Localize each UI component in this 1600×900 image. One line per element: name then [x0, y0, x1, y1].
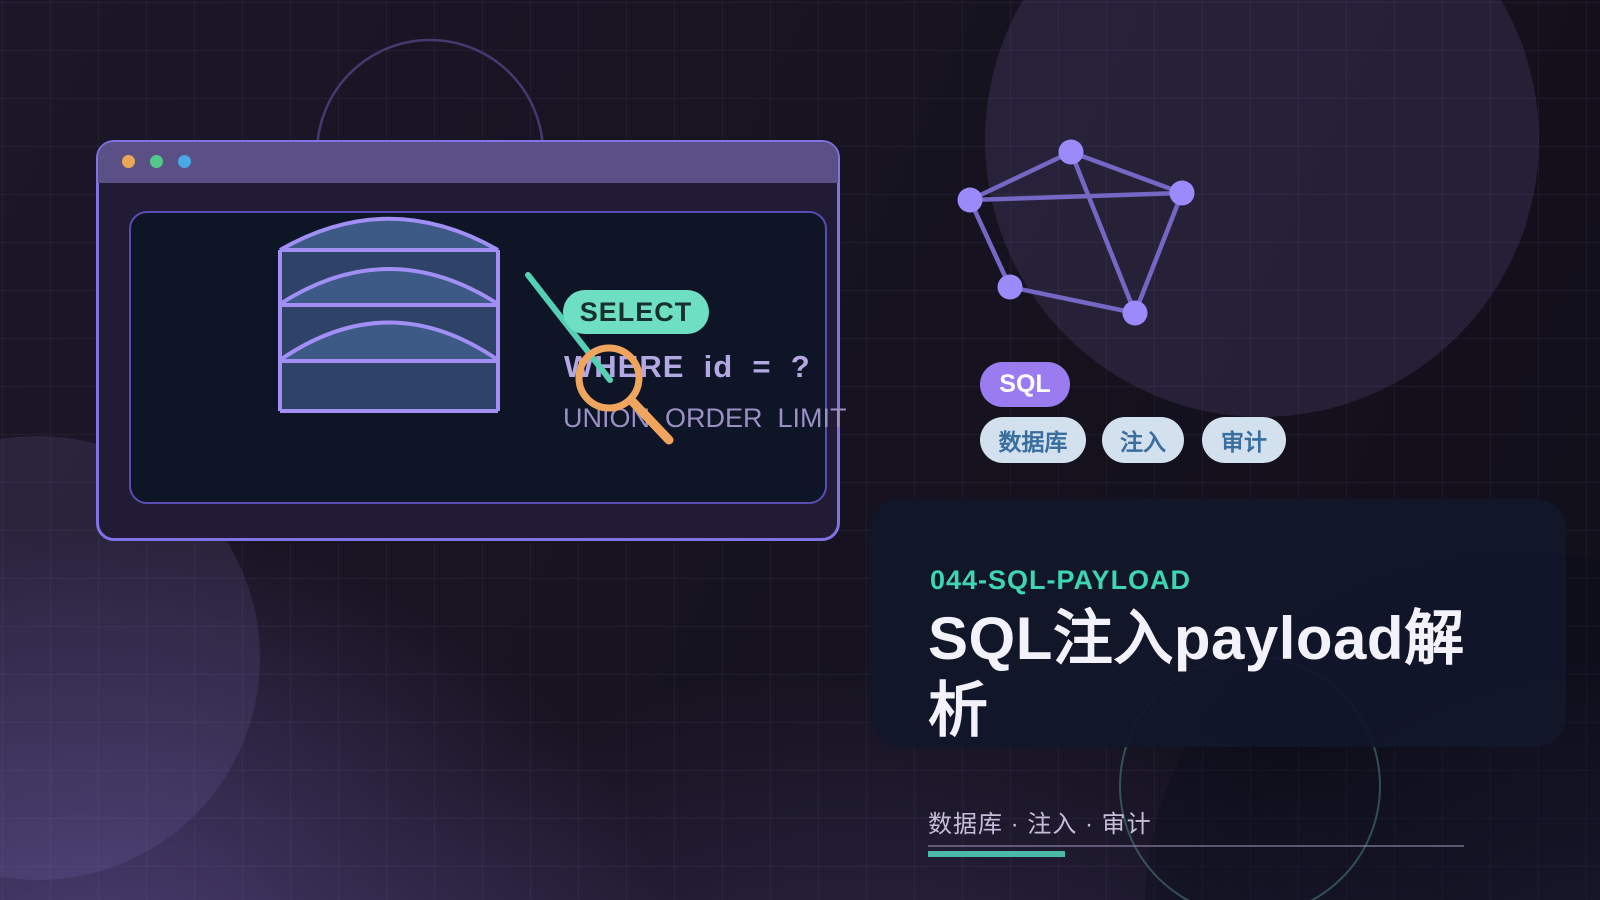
page-title: SQL注入payload解 析 [928, 603, 1465, 747]
tag-injection[interactable]: 注入 [1102, 417, 1184, 463]
tag-database[interactable]: 数据库 [980, 417, 1086, 463]
page-title-line2: 析 [928, 677, 989, 744]
window-titlebar [98, 142, 838, 183]
footer-accent-bar [928, 851, 1065, 857]
magnifier-handle [626, 395, 674, 445]
window-maximize-dot[interactable] [178, 155, 191, 168]
content-panel: WHERE id = ? UNION ORDER LIMIT SELECT [129, 211, 847, 504]
database-icon [278, 216, 500, 413]
injection-magnifier-graphic [525, 272, 674, 445]
window-close-dot[interactable] [122, 155, 135, 168]
graph-node [1058, 139, 1084, 165]
tag-audit[interactable]: 审计 [1202, 417, 1286, 463]
magnifier-icon [575, 344, 643, 412]
graph-node [1169, 180, 1195, 206]
network-graph [957, 139, 1195, 326]
select-badge[interactable]: SELECT [563, 290, 709, 334]
page-title-line1: SQL注入payload解 [928, 605, 1465, 672]
title-card: 044-SQL-PAYLOAD SQL注入payload解 析 [870, 499, 1566, 747]
footer-keywords: 数据库 · 注入 · 审计 [928, 811, 1152, 838]
window-minimize-dot[interactable] [150, 155, 163, 168]
graph-node [997, 274, 1023, 300]
tag-sql[interactable]: SQL [980, 362, 1070, 407]
browser-window: WHERE id = ? UNION ORDER LIMIT SELECT [96, 140, 847, 541]
graph-node [957, 187, 983, 213]
footer-divider [928, 845, 1464, 847]
episode-code: 044-SQL-PAYLOAD [930, 565, 1192, 595]
graph-node [1122, 300, 1148, 326]
